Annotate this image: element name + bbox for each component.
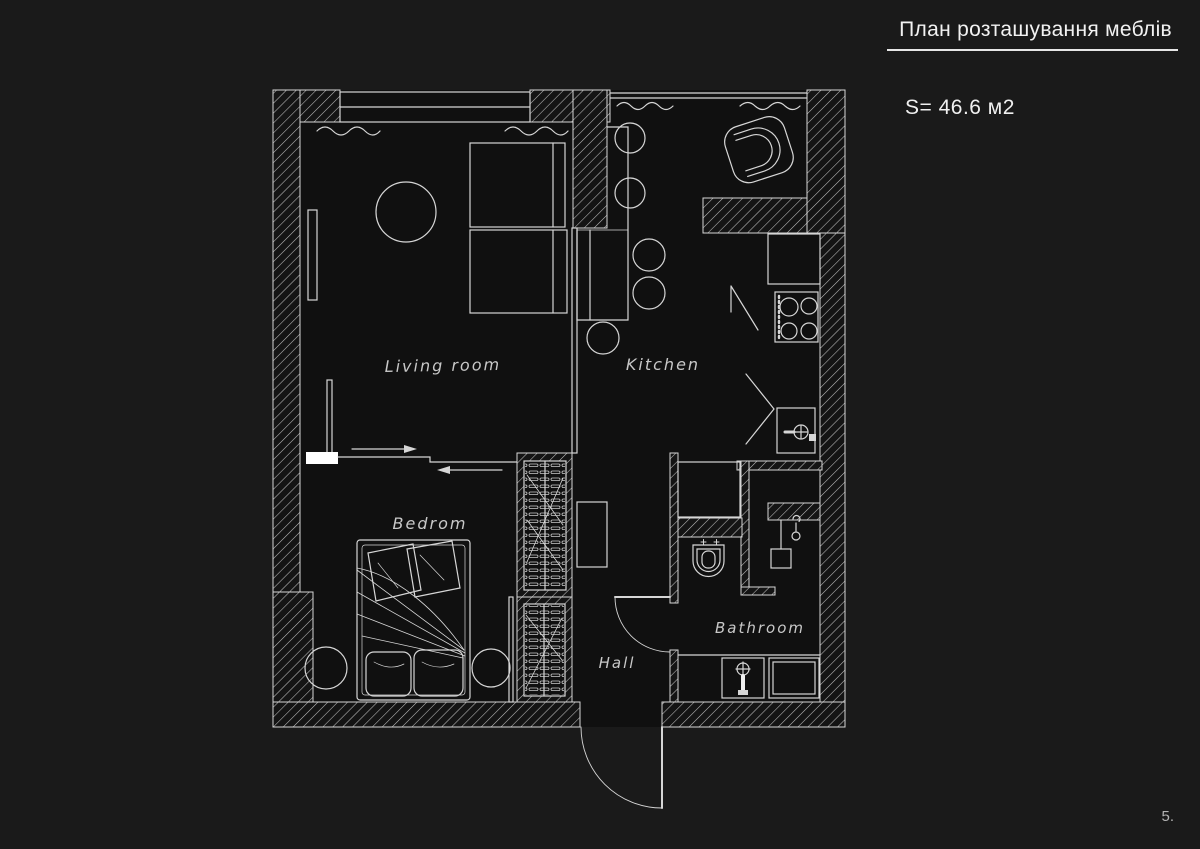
fridge: [767, 233, 821, 285]
windows: [339, 91, 808, 123]
kitchen: [576, 101, 821, 454]
bar-counter: [576, 126, 629, 321]
area-value: S= 46.6 м2: [905, 96, 1015, 119]
bathroom-label: Bathroom: [715, 619, 805, 637]
sliding-door: [306, 379, 518, 474]
wall-kitchen-bath: [736, 460, 823, 471]
living-room: [307, 126, 569, 314]
bar-stools: [586, 122, 666, 355]
curtain-icon: [504, 126, 569, 136]
wardrobe-lower: [516, 596, 573, 703]
curtain-icon: [616, 101, 674, 111]
armchair: [724, 116, 794, 184]
kitchen-sink: [776, 407, 816, 454]
arrow-right-icon: [404, 445, 417, 453]
round-table: [375, 181, 437, 243]
bed: [356, 539, 471, 701]
wall-bath-left-lower: [669, 649, 679, 703]
walls: [272, 89, 846, 728]
blanket: [356, 567, 466, 659]
pillow: [367, 543, 422, 602]
pillow: [406, 540, 461, 598]
bathroom-door: [614, 596, 671, 653]
bathroom: [677, 461, 821, 699]
arrow-left-icon: [437, 466, 450, 474]
wall-bottom-left: [272, 701, 581, 728]
cooktop: [774, 291, 819, 343]
wall-left-upper: [272, 89, 301, 593]
bed-cushion: [365, 651, 412, 697]
washer: [768, 657, 820, 699]
bedroom-label: Bedrom: [393, 514, 468, 533]
page-title: План розташування меблів: [887, 16, 1178, 51]
living-room-label: Living room: [385, 355, 502, 376]
cabinet-door-swing: [730, 285, 759, 331]
partition-bedroom-hall: [508, 596, 514, 703]
vanity: [721, 657, 765, 699]
radiator: [307, 209, 318, 301]
cross-mark-icon: [700, 539, 707, 545]
hanging-clothes-icon: [525, 614, 563, 689]
wall-bottom-right: [661, 701, 846, 728]
wall-partition-stub: [572, 89, 608, 229]
toilet: [692, 539, 725, 578]
bath-cabinet: [677, 461, 741, 518]
sofa: [469, 142, 568, 314]
bedside-table: [471, 648, 511, 688]
curtain-icon: [739, 101, 801, 111]
dresser: [576, 501, 608, 568]
entrance-door: [580, 726, 663, 809]
curtain-icon: [316, 126, 381, 136]
tap-icon: [792, 515, 801, 532]
wall-vent-shaft: [702, 197, 808, 234]
bedroom: [304, 539, 511, 701]
shower: [770, 515, 801, 569]
hall-label: Hall: [599, 654, 636, 672]
hanging-clothes-icon: [526, 474, 564, 571]
partition-living-kitchen: [571, 227, 578, 454]
bed-cushion: [413, 649, 464, 697]
wall-right-lower: [819, 232, 846, 728]
cross-mark-icon: [713, 539, 720, 545]
sliding-door-pocket: [306, 452, 338, 464]
corner-cabinet: [745, 373, 775, 445]
bedside-table: [304, 646, 348, 690]
toilet-cistern-ledge: [677, 517, 743, 538]
wall-bath-left-upper: [669, 452, 679, 604]
shower-ledge: [767, 502, 821, 521]
kitchen-label: Kitchen: [626, 355, 700, 374]
wardrobe-upper: [516, 452, 573, 598]
wall-right-upper: [806, 89, 846, 234]
wall-bath-stub: [740, 586, 776, 596]
page-number: 5.: [1161, 808, 1174, 825]
